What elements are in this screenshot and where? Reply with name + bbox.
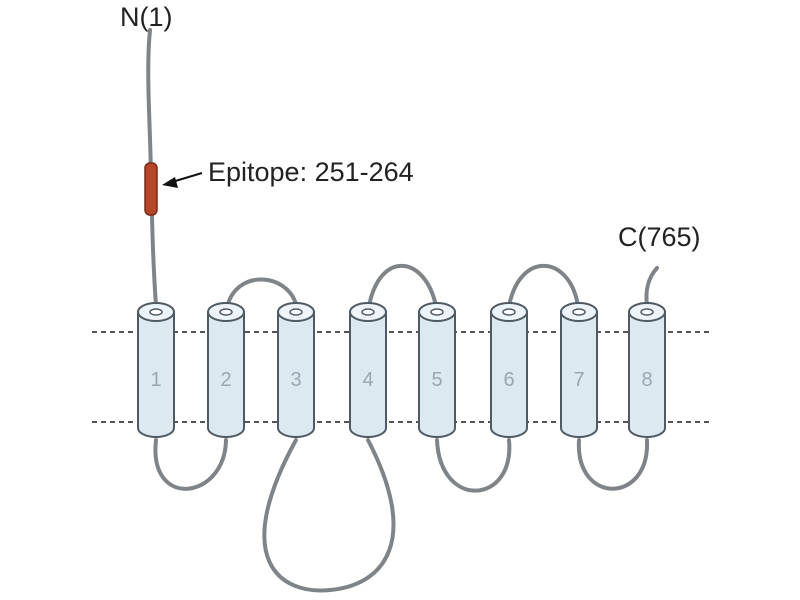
helix-7: 7 bbox=[560, 302, 598, 438]
epitope-label: Epitope: 251-264 bbox=[208, 157, 414, 187]
helix-8: 8 bbox=[628, 302, 666, 438]
helix-4-label: 4 bbox=[362, 369, 373, 391]
epitope-arrow bbox=[162, 172, 203, 188]
helix-5: 5 bbox=[418, 302, 456, 438]
extracellular-loop-2-3 bbox=[225, 277, 299, 310]
intracellular-loop-5-6 bbox=[435, 438, 512, 493]
c-terminal-tail bbox=[644, 266, 659, 308]
helix-6-label: 6 bbox=[503, 369, 514, 391]
helix-3-label: 3 bbox=[290, 369, 301, 391]
epitope-segment bbox=[144, 162, 158, 216]
helix-3: 3 bbox=[277, 302, 315, 438]
intracellular-loop-3-4 bbox=[262, 438, 396, 593]
helix-1: 1 bbox=[137, 302, 175, 438]
helix-5-label: 5 bbox=[431, 369, 442, 391]
extracellular-loop-4-5 bbox=[367, 263, 438, 308]
n-terminus-label: N(1) bbox=[120, 2, 173, 32]
c-terminus-label: C(765) bbox=[618, 222, 701, 252]
helix-2-label: 2 bbox=[220, 369, 231, 391]
intracellular-loop-7-8 bbox=[576, 438, 650, 491]
intracellular-loop-1-2 bbox=[153, 438, 228, 491]
helix-2: 2 bbox=[207, 302, 245, 438]
helix-7-label: 7 bbox=[573, 369, 584, 391]
helix-8-label: 8 bbox=[641, 369, 652, 391]
extracellular-loop-6-7 bbox=[507, 263, 580, 308]
helix-1-label: 1 bbox=[150, 369, 161, 391]
helix-6: 6 bbox=[490, 302, 528, 438]
helix-4: 4 bbox=[349, 302, 387, 438]
